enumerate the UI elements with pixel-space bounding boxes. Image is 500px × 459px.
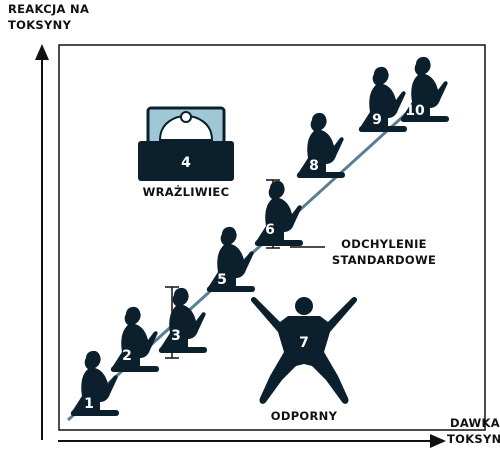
figure-2-number: 2 (122, 348, 132, 364)
figure-6-number: 6 (265, 222, 275, 238)
figure-3-icon (158, 287, 207, 353)
figure-5-number: 5 (217, 272, 227, 288)
y-axis-arrow-icon (35, 44, 49, 60)
figure-5-icon (206, 226, 255, 292)
std-dev-label-line1: ODCHYLENIE (341, 237, 427, 251)
figure-1-number: 1 (84, 396, 94, 412)
y-axis (35, 44, 49, 440)
bed-icon (138, 106, 234, 181)
x-axis-arrow-icon (430, 434, 446, 448)
x-axis-label-line1: DAWKA (450, 416, 500, 430)
resistant-label: ODPORNY (271, 409, 338, 423)
sensitive-label: WRAŻLIWIEC (143, 184, 230, 199)
figure-8-icon (296, 112, 345, 178)
resistant-number: 7 (299, 335, 309, 351)
plot-frame (58, 44, 486, 431)
resistant-figure-icon (250, 296, 358, 404)
y-axis-label-line2: TOKSYNY (8, 18, 72, 32)
x-axis (58, 434, 446, 448)
figure-8-number: 8 (309, 158, 319, 174)
figure-2-icon (110, 306, 159, 372)
x-axis-label-line2: TOKSYN (447, 432, 500, 446)
figure-1-icon (70, 350, 119, 416)
y-axis-label-line1: REAKCJA NA (8, 2, 89, 16)
std-dev-label-line2: STANDARDOWE (332, 253, 436, 267)
figure-6-icon (254, 180, 303, 246)
figure-9-icon (358, 66, 407, 132)
figure-3-number: 3 (171, 328, 181, 344)
bed-number: 4 (181, 155, 191, 171)
figure-10-number: 10 (405, 103, 425, 119)
figure-9-number: 9 (372, 112, 382, 128)
